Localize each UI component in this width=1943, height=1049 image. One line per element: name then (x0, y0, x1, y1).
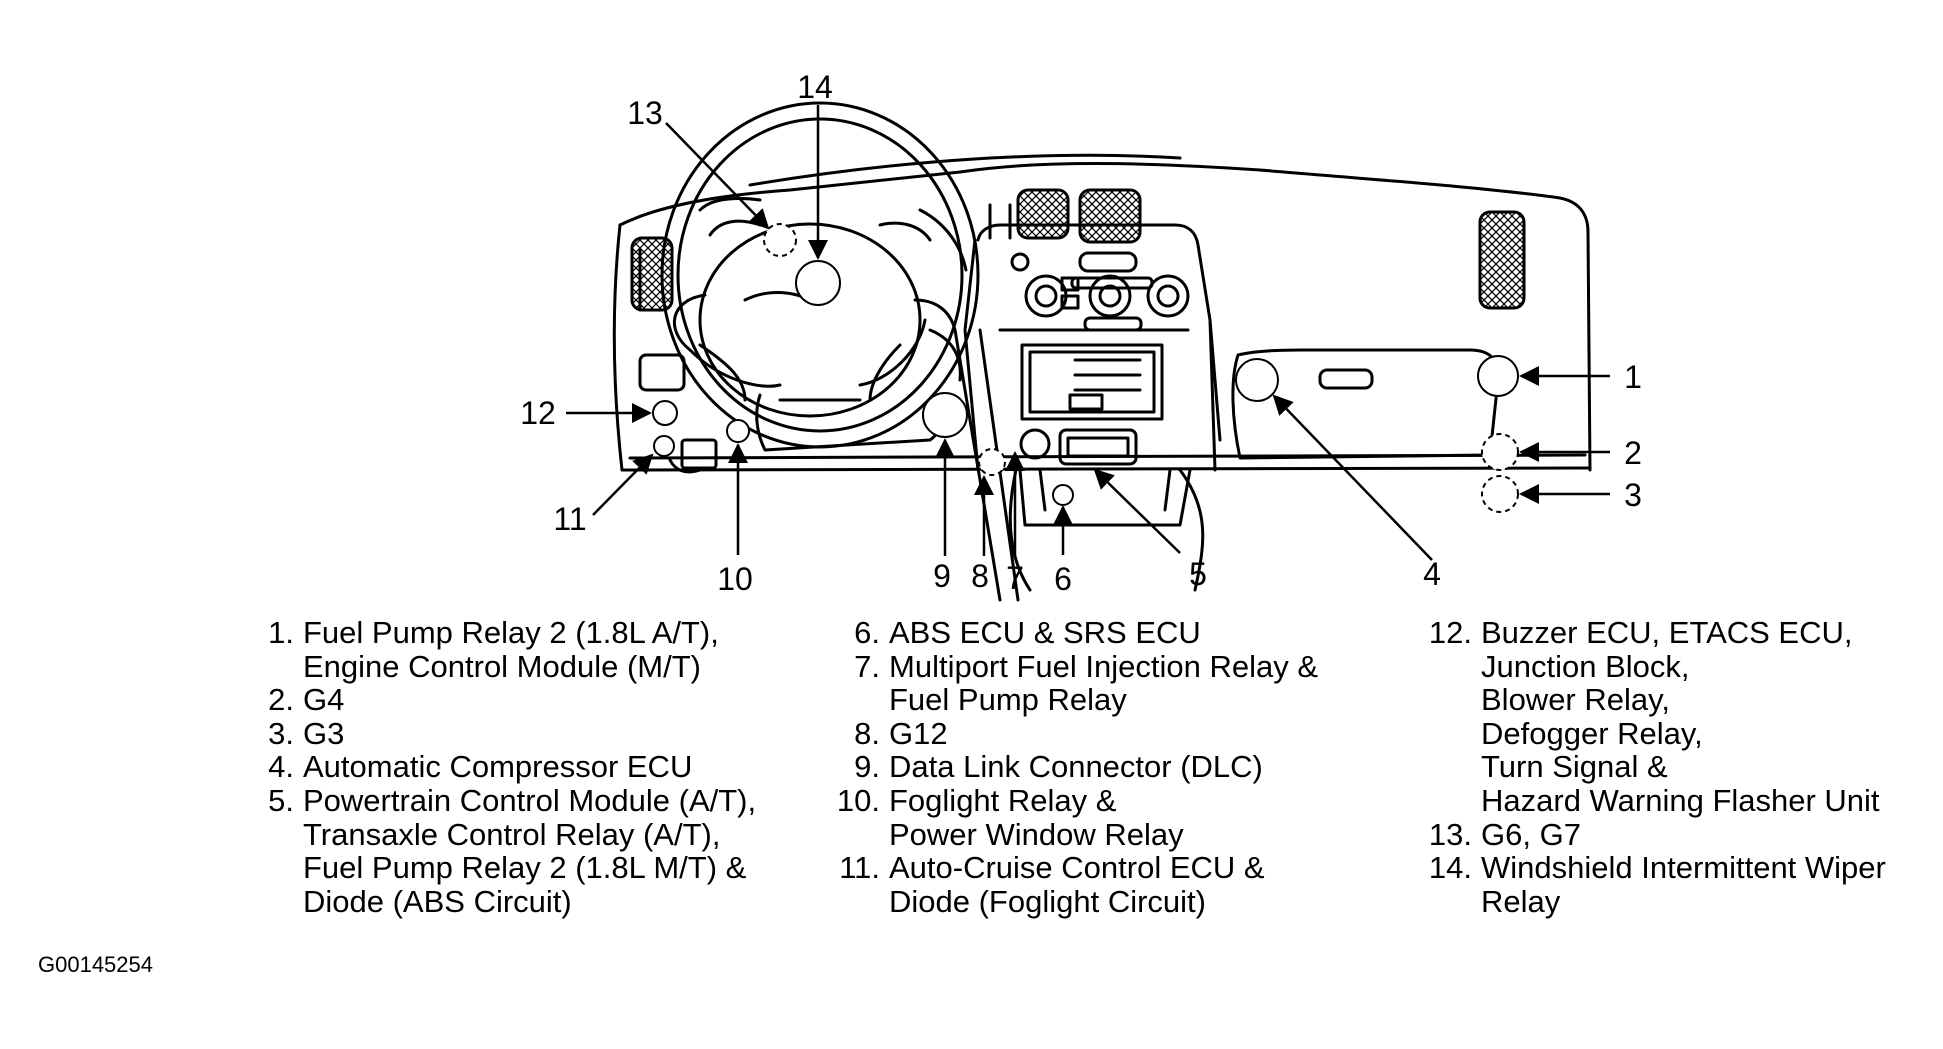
legend-text: Diode (Foglight Circuit) (889, 883, 1206, 919)
callout-2: 2 (1624, 435, 1642, 471)
callout-3: 3 (1624, 477, 1642, 513)
callout-9: 9 (933, 558, 951, 594)
legend-item-14: 14. Windshield Intermittent Wiper Relay (1414, 851, 1886, 918)
callout-13: 13 (627, 95, 663, 131)
location-marker-8 (978, 448, 1006, 476)
legend-item-7: 7. Multiport Fuel Injection Relay & Fuel… (822, 648, 1319, 718)
location-marker-4 (1235, 358, 1279, 402)
location-marker-11 (653, 435, 675, 457)
callout-1: 1 (1624, 359, 1642, 395)
legend-text: Powertrain Control Module (A/T), (303, 782, 757, 818)
location-marker-3 (1481, 475, 1519, 513)
steering-hub (698, 222, 922, 418)
legend-number: 14. (1428, 850, 1472, 886)
legend-item-6: 6. ABS ECU & SRS ECU (822, 616, 1318, 650)
legend-number: 4. (268, 749, 294, 785)
leader-11 (592, 453, 654, 516)
legend-number: 9. (854, 749, 880, 785)
legend-text: Diode (ABS Circuit) (303, 883, 572, 919)
legend-text: Fuel Pump Relay (889, 682, 1127, 718)
legend-column-2: 6. ABS ECU & SRS ECU 7. Multiport Fuel I… (822, 616, 1318, 918)
center-vent-left (1016, 188, 1070, 240)
legend-text: Multiport Fuel Injection Relay & (889, 648, 1319, 684)
callout-8: 8 (971, 558, 989, 594)
legend-item-8: 8. G12 (822, 717, 1318, 751)
figure-id: G00145254 (38, 952, 153, 977)
legend-item-2: 2. G4 (258, 683, 756, 717)
radio-unit (1020, 343, 1164, 421)
legend-number: 10. (836, 782, 880, 818)
legend-text: Transaxle Control Relay (A/T), (303, 816, 721, 852)
callout-10: 10 (717, 561, 753, 597)
legend-number: 13. (1428, 816, 1472, 852)
callout-6: 6 (1054, 561, 1072, 597)
legend-item-1: 1. Fuel Pump Relay 2 (1.8L A/T), Engine … (258, 616, 756, 683)
legend-text: Power Window Relay (889, 816, 1184, 852)
legend-item-11: 11. Auto-Cruise Control ECU & Diode (Fog… (822, 851, 1318, 918)
legend-item-3: 3. G3 (258, 717, 756, 751)
legend-text: G3 (303, 715, 345, 751)
location-marker-12 (652, 400, 678, 426)
legend-number: 12. (1428, 615, 1472, 650)
legend-item-10: 10. Foglight Relay & Power Window Relay (822, 784, 1318, 851)
location-marker-9 (922, 392, 968, 438)
leader-5 (1093, 468, 1181, 554)
legend-text: Windshield Intermittent Wiper (1481, 850, 1886, 886)
leader-4 (1272, 394, 1433, 561)
legend-text: Junction Block, (1481, 648, 1690, 684)
legend-item-12: 12. Buzzer ECU, ETACS ECU, Junction Bloc… (1414, 616, 1886, 818)
legend-text: Defogger Relay, (1481, 715, 1703, 751)
legend-text: Relay (1481, 883, 1561, 919)
callout-4: 4 (1423, 556, 1441, 592)
legend-column-3: 12. Buzzer ECU, ETACS ECU, Junction Bloc… (1414, 616, 1886, 918)
steering-wheel (660, 101, 980, 449)
legend-number: 11. (839, 850, 880, 886)
center-stack (976, 223, 1217, 472)
callout-5: 5 (1189, 556, 1207, 592)
legend-number: 5. (268, 782, 294, 818)
legend-text: Automatic Compressor ECU (303, 749, 693, 785)
legend-text: Engine Control Module (M/T) (303, 648, 701, 684)
callout-11: 11 (553, 501, 586, 537)
left-vent (630, 236, 674, 312)
legend-text: G6, G7 (1481, 816, 1581, 852)
legend-text: Data Link Connector (DLC) (889, 749, 1263, 785)
legend-text: ABS ECU & SRS ECU (889, 615, 1201, 650)
legend-item-9: 9. Data Link Connector (DLC) (822, 750, 1318, 784)
location-marker-6 (1052, 484, 1074, 506)
legend-text: Fuel Pump Relay 2 (1.8L M/T) & (303, 850, 747, 886)
location-marker-14 (795, 260, 841, 306)
legend-text: Foglight Relay & (889, 782, 1117, 818)
center-vent-right (1078, 188, 1142, 244)
legend-item-13: 13. G6, G7 (1414, 816, 1886, 852)
location-marker-10 (726, 419, 750, 443)
legend-item-5: 5. Powertrain Control Module (A/T), Tran… (258, 784, 756, 918)
location-marker-2 (1481, 433, 1519, 471)
legend-text: Auto-Cruise Control ECU & (889, 850, 1265, 886)
legend-number: 7. (854, 648, 880, 684)
legend-number: 1. (268, 615, 294, 650)
legend-text: Buzzer ECU, ETACS ECU, (1481, 615, 1853, 650)
legend-text: Turn Signal & (1481, 749, 1668, 785)
legend-text: Fuel Pump Relay 2 (1.8L A/T), (303, 615, 719, 650)
legend-text: G4 (303, 682, 345, 718)
callout-7: 7 (1006, 560, 1024, 596)
legend-number: 6. (854, 615, 880, 650)
legend-number: 8. (854, 715, 880, 751)
callout-12: 12 (520, 395, 556, 431)
leader-13 (665, 122, 770, 230)
legend-text: Hazard Warning Flasher Unit (1481, 782, 1880, 818)
location-marker-13 (763, 223, 797, 257)
legend-number: 2. (268, 682, 294, 718)
legend-number: 3. (268, 715, 294, 751)
legend-item-4: 4. Automatic Compressor ECU (258, 750, 756, 784)
right-vent (1478, 210, 1526, 310)
callout-14: 14 (797, 69, 833, 105)
legend-column-1: 1. Fuel Pump Relay 2 (1.8L A/T), Engine … (258, 616, 756, 918)
legend-text: G12 (889, 715, 948, 751)
legend-text: Blower Relay, (1481, 682, 1670, 718)
location-marker-1 (1477, 355, 1519, 397)
dashboard-illustration: 1 2 3 4 5 6 7 8 9 10 11 12 13 14 (520, 69, 1642, 602)
